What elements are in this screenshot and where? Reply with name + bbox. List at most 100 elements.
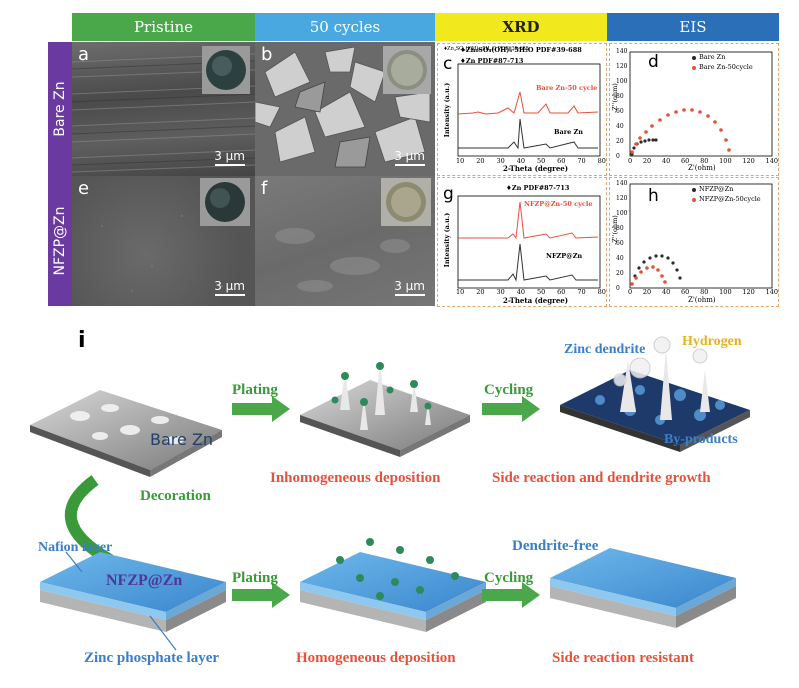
label-nafion-layer: Nafion layer	[38, 540, 113, 555]
eis-chart-d	[629, 51, 773, 157]
scale-bar-f: 3 μm	[394, 279, 425, 296]
xtick: 0	[628, 288, 633, 296]
ytick: 20	[616, 138, 624, 145]
label-cycling-top: Cycling	[484, 382, 534, 398]
xrd-chart-g	[457, 195, 601, 289]
eis-h-legend-2: NFZP@Zn-50cycle	[699, 195, 761, 203]
label-side-reaction-dendrite: Side reaction and dendrite growth	[492, 470, 711, 486]
label-decoration: Decoration	[140, 488, 211, 504]
scale-text-f: 3 μm	[394, 279, 425, 293]
xrd-panel-c: ♦Zn₄SO₄(OH)₆·5H₂O PDF#39-688 c ♦Zn₄SO₄(O…	[437, 43, 607, 176]
header-eis: EIS	[607, 13, 779, 41]
xrd-chart-c: ♦Zn₄SO₄(OH)₆·5H₂O PDF#39-688	[444, 45, 601, 157]
xtick: 140	[765, 288, 778, 296]
xrd-c-legend1: ♦Zn₄SO₄(OH)₆·5H₂O PDF#39-688	[444, 45, 529, 52]
inhomogeneous-block	[300, 360, 470, 457]
xtick: 40	[661, 157, 671, 165]
label-nfzp: NFZP@Zn	[106, 572, 183, 589]
header-xrd: XRD	[435, 13, 607, 41]
xtick: 0	[628, 157, 633, 165]
xtick: 120	[742, 288, 755, 296]
panel-label-a: a	[78, 44, 90, 65]
ytick: 60	[616, 240, 624, 247]
sem-texture-b	[255, 46, 431, 168]
eis-d-xlabel: Z'(ohm)	[688, 164, 716, 172]
xrd-g-series-top: NFZP@Zn-50 cycle	[524, 200, 593, 208]
sem-texture-a	[72, 46, 255, 173]
xtick: 20	[476, 288, 485, 296]
xrd-panel-g: g ♦Zn PDF#87-713 NFZP@Zn-50 cycle NFZP@Z…	[437, 177, 607, 307]
sem-panel-a: a 3 μm	[72, 42, 255, 176]
ytick: 80	[616, 93, 624, 100]
scale-text-b: 3 μm	[394, 149, 425, 163]
xrd-c-legend-1: ♦Zn₄SO₄(OH)₆·5H₂O PDF#39-688	[460, 46, 582, 54]
xrd-g-xlabel: 2-Theta (degree)	[503, 296, 569, 305]
xtick: 50	[536, 288, 546, 296]
xtick: 60	[557, 288, 566, 296]
panel-label-c: c	[443, 54, 453, 74]
xtick: 20	[642, 288, 652, 296]
arrow-plating-top-icon	[232, 396, 290, 422]
header-pristine: Pristine	[72, 13, 255, 41]
ytick: 100	[616, 78, 628, 85]
xtick: 80	[597, 288, 606, 296]
dendrite-block	[560, 336, 750, 452]
eis-chart-h	[629, 183, 773, 289]
xrd-c-series-bottom: Bare Zn	[554, 128, 583, 136]
ytick: 40	[616, 255, 624, 262]
label-inhomogeneous: Inhomogeneous deposition	[270, 470, 441, 486]
eis-panel-h: h NFZP@Zn NFZP@Zn-50cycle Z'(ohm) -Z''(o…	[609, 177, 779, 307]
label-hydrogen: Hydrogen	[682, 334, 742, 349]
label-homogeneous: Homogeneous deposition	[296, 650, 456, 666]
xtick: 30	[496, 288, 505, 296]
ytick: 0	[616, 285, 620, 292]
xtick: 40	[516, 157, 525, 165]
xrd-c-xlabel: 2-Theta (degree)	[503, 164, 569, 173]
panel-label-d: d	[648, 52, 659, 72]
panel-label-b: b	[261, 44, 273, 65]
scale-bar-e: 3 μm	[214, 279, 245, 296]
ytick: 40	[616, 123, 624, 130]
xtick: 20	[476, 157, 485, 165]
xtick: 60	[681, 157, 690, 165]
xtick: 60	[557, 157, 566, 165]
xrd-c-series-top: Bare Zn-50 cycle	[536, 84, 598, 92]
xtick: 40	[661, 288, 671, 296]
label-zinc-dendrite: Zinc dendrite	[564, 342, 646, 357]
sem-texture-e	[101, 178, 250, 292]
panel-label-e: e	[78, 178, 90, 199]
eis-panel-d: d Bare Zn Bare Zn-50cycle Z'(ohm) -Z''(o…	[609, 43, 779, 176]
xtick: 100	[719, 157, 732, 165]
panel-label-g: g	[443, 184, 454, 204]
label-dendrite-free: Dendrite-free	[512, 538, 599, 554]
sem-panel-b: b 3 μm	[255, 42, 435, 176]
xtick: 70	[577, 157, 586, 165]
xtick: 140	[765, 157, 778, 165]
ytick: 120	[616, 63, 628, 70]
bare-zn-block	[30, 390, 222, 477]
resistant-block	[550, 548, 736, 628]
scale-bar-b: 3 μm	[394, 149, 425, 166]
arrow-cycling-top-icon	[482, 396, 540, 422]
scale-bar-a: 3 μm	[214, 149, 245, 166]
row-label-nfzp-text: NFZP@Zn	[52, 206, 68, 276]
xrd-c-ylabel: Intensity (a.u.)	[443, 82, 452, 138]
xtick: 80	[597, 157, 606, 165]
eis-h-legend-1: NFZP@Zn	[699, 185, 734, 193]
xtick: 70	[577, 288, 586, 296]
xtick: 60	[681, 288, 690, 296]
label-plating-top: Plating	[232, 382, 278, 398]
ytick: 60	[616, 108, 624, 115]
ytick: 0	[616, 153, 620, 160]
ytick: 120	[616, 195, 628, 202]
arrow-cycling-bottom-icon	[482, 582, 540, 608]
xtick: 100	[719, 288, 732, 296]
ytick: 80	[616, 225, 624, 232]
eis-d-legend-2: Bare Zn-50cycle	[699, 63, 753, 71]
sem-texture-f	[275, 178, 431, 292]
